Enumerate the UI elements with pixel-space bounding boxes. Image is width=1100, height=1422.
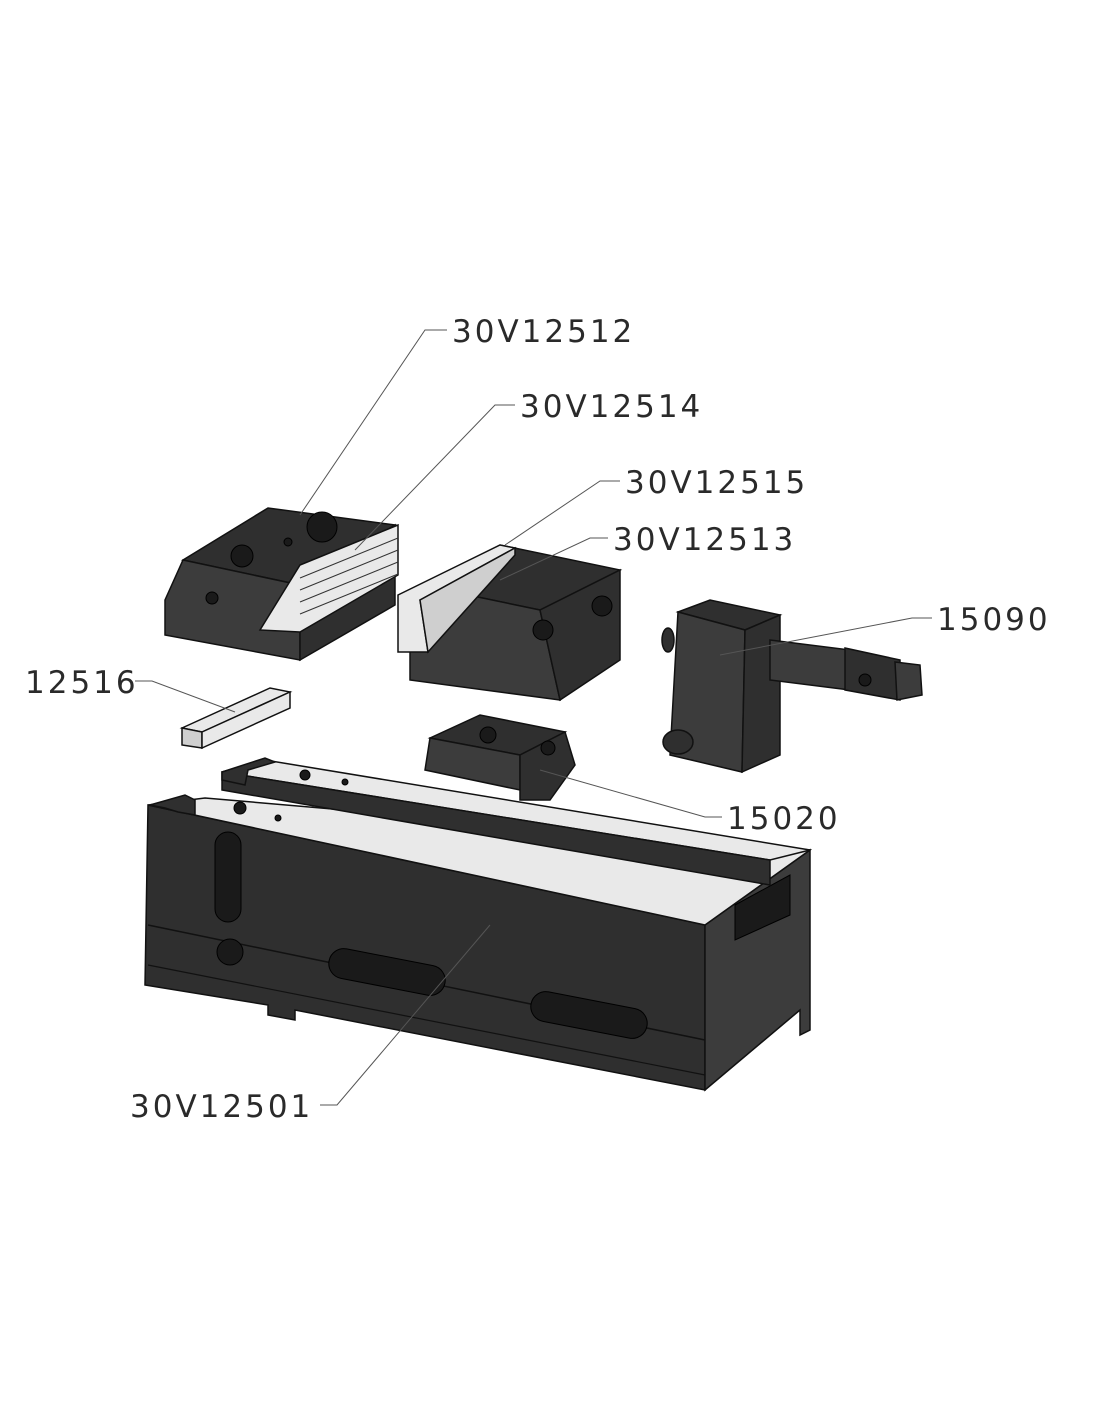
part-key-12516 [179, 687, 293, 750]
part-label: 30V12501 [130, 1089, 313, 1125]
part-label: 15020 [727, 801, 841, 837]
callout-30v12512: 30V12512 [299, 314, 635, 516]
part-base-body [144, 794, 813, 1092]
callout-30v12515: 30V12515 [504, 465, 808, 546]
part-label: 30V12513 [613, 522, 796, 558]
callout-30v12513: 30V12513 [499, 522, 796, 581]
part-tnut-15020 [424, 714, 576, 801]
part-jaw-30v12513 [397, 544, 623, 702]
part-label: 15090 [937, 602, 1051, 638]
part-label: 12516 [25, 665, 139, 701]
callout-30v12501: 30V12501 [130, 924, 491, 1125]
callout-15090: 15090 [719, 602, 1051, 656]
part-label: 30V12512 [452, 314, 635, 350]
part-jaw-30v12512 [164, 507, 399, 662]
callout-30v12514: 30V12514 [354, 389, 703, 551]
part-label: 30V12514 [520, 389, 703, 425]
callout-15020: 15020 [539, 769, 841, 837]
callout-12516: 12516 [25, 665, 236, 713]
part-screw-15090 [661, 599, 923, 774]
part-rail [221, 757, 811, 886]
part-label: 30V12515 [625, 465, 808, 501]
